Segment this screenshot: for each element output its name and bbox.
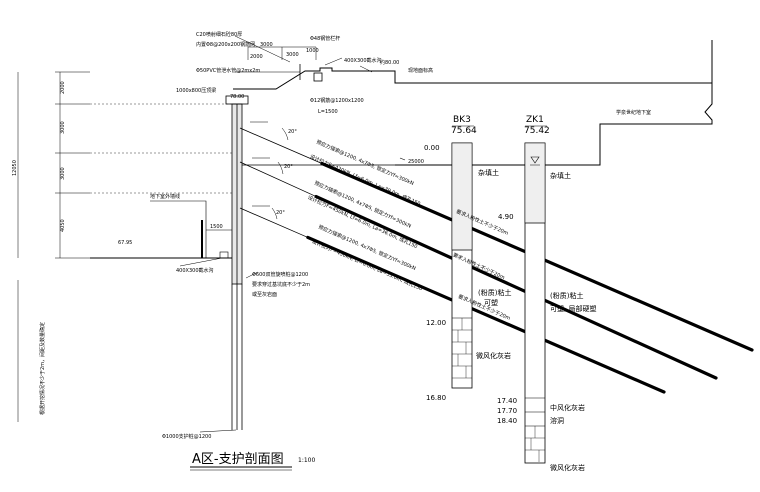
zk1-soil-fill: 杂填土 — [550, 171, 571, 180]
note-ground-elev: 约80.00 — [380, 59, 399, 66]
dim-3000-top-b: 3000 — [286, 52, 299, 58]
bk3-elev: 75.64 — [451, 126, 477, 136]
note-top-drain: 400X300截水沟 — [344, 57, 382, 64]
note-pile: Φ1000支护桩@1200 — [162, 433, 211, 440]
drawing-scale: 1:100 — [298, 457, 315, 464]
note-rail: Φ48钢管栏杆 — [310, 35, 340, 42]
dim-3000-top-a: 3000 — [260, 42, 273, 48]
anchor-2-free-segment — [239, 161, 317, 197]
bk3-soil-plastic: 可塑 — [484, 298, 498, 307]
left-dim-3000-a: 3000 — [60, 121, 66, 134]
left-dim-3000-b: 3000 — [60, 167, 66, 180]
leader-line — [199, 429, 237, 433]
anchor-1-free-segment — [239, 127, 323, 164]
outdoor-leader — [150, 200, 207, 258]
zk1-soil-rock: 微风化灰岩 — [550, 463, 585, 472]
bk3-name: BK3 — [453, 115, 471, 125]
note-jet-grout-req: 要求穿过基坑底不少于2m — [252, 281, 310, 288]
anchor-2-bond-segment — [314, 194, 718, 380]
leader-line — [245, 271, 259, 279]
dim-1000-top: 1000 — [306, 48, 319, 54]
left-dim-2000: 2000 — [60, 81, 66, 94]
angle-label-3: 20° — [276, 210, 285, 216]
bk3-fill-layer — [451, 142, 473, 251]
note-jet-grout: Φ600双管旋喷桩@1200 — [252, 271, 308, 278]
bk3-soil-clay: (粉质)粘土 — [478, 288, 511, 297]
elev-67: 67.95 — [118, 240, 132, 246]
leader-line — [359, 65, 373, 73]
building-outline — [395, 83, 713, 166]
top-drain-ditch — [313, 72, 323, 82]
note-rebar-len: L=1500 — [318, 109, 338, 115]
elev-78: 78.00 — [230, 94, 244, 100]
note-ground-level: 现地面标高 — [408, 67, 433, 74]
left-vertical-note: 根据开挖情况不少于2m，间距及数量确定 — [39, 322, 46, 415]
note-outdoor-line: 地下室外墙线 — [150, 193, 180, 200]
leader-line — [234, 35, 291, 63]
leader-line — [179, 257, 223, 267]
note-rebar-anchor: Φ12钢筋@1200x1200 — [310, 97, 364, 104]
left-total-dim: 12050 — [12, 160, 18, 176]
bk3-depth-2: 12.00 — [426, 319, 446, 327]
zk1-soil-plastic: 可塑, 局部硬塑 — [550, 304, 596, 313]
angle-arc — [281, 127, 289, 141]
zk1-name: ZK1 — [526, 115, 544, 125]
note-pvc-drain: Φ50PVC管泄水管@2mx2m — [196, 67, 260, 74]
note-shotcrete: C20喷射细石砼80厚 — [196, 31, 242, 38]
zk1-fill-layer — [524, 142, 546, 224]
right-dim-0: 0.00 — [424, 144, 440, 152]
bottom-drain-ditch — [219, 251, 229, 259]
bk3-soil-rock: 微风化灰岩 — [476, 351, 511, 360]
note-crown-beam: 1000x800压顶梁 — [176, 87, 216, 94]
angle-arc — [271, 207, 278, 220]
zk1-soil-cave: 溶洞 — [550, 416, 564, 425]
bk3-soil-fill: 杂填土 — [478, 168, 499, 177]
dim-1500-bottom: 1500 — [210, 224, 223, 230]
zk1-depth-3: 17.70 — [497, 407, 517, 415]
anchor-3-free-segment — [239, 207, 308, 238]
zk1-depth-1: 4.90 — [498, 213, 514, 221]
zk1-depth-2: 17.40 — [497, 397, 517, 405]
dim-arrow — [399, 157, 406, 161]
angle-label-1: 20° — [288, 129, 297, 135]
bk3-rock-hatch — [452, 318, 472, 379]
note-mesh: 内置Φ8@200x200钢筋网 — [196, 41, 255, 48]
right-dim-span: 25000 — [408, 159, 424, 165]
angle-label-2: 20° — [284, 164, 293, 170]
anchor-3-bond-segment — [306, 235, 666, 394]
zk1-elev: 75.42 — [524, 126, 550, 136]
angle-arc — [277, 161, 284, 175]
zk1-soil-clay: (粉质)粘土 — [550, 291, 583, 300]
zk1-rock-hatch — [525, 426, 545, 462]
drawing-title: A区-支护剖面图 — [192, 452, 284, 467]
leader-line — [324, 57, 343, 66]
water-level-icon — [530, 156, 540, 164]
ground-surface-line — [233, 67, 712, 90]
dim-2000-top: 2000 — [250, 54, 263, 60]
note-bottom-drain: 400X300截水沟 — [176, 267, 214, 274]
note-road: 学泉世纪地下室 — [616, 109, 651, 116]
zk1-depth-4: 18.40 — [497, 417, 517, 425]
zk1-soil-medium-rock: 中风化灰岩 — [550, 403, 585, 412]
bk3-depth-3: 16.80 — [426, 394, 446, 402]
note-jet-grout-req2: 或至灰岩面 — [252, 291, 277, 298]
left-dim-4050: 4050 — [60, 219, 66, 232]
